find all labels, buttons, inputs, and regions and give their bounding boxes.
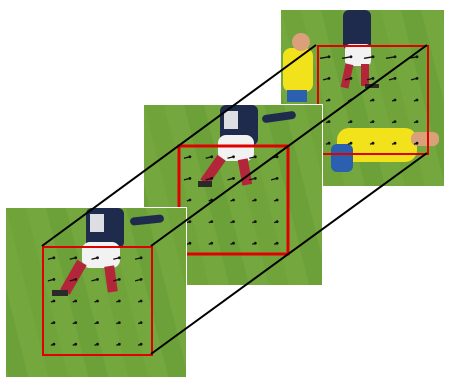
motion-vector-origin bbox=[210, 155, 214, 159]
motion-vector-origin bbox=[117, 299, 121, 303]
motion-vector-origin bbox=[415, 55, 419, 59]
motion-vector-origin bbox=[415, 98, 419, 102]
motion-vector-origin bbox=[349, 55, 353, 59]
motion-vector-origin bbox=[393, 55, 397, 59]
motion-vector-origin bbox=[96, 321, 99, 324]
motion-vector-origin bbox=[117, 321, 121, 324]
motion-vector-origin bbox=[349, 141, 353, 145]
motion-vector-origin bbox=[275, 155, 279, 159]
motion-vector-origin bbox=[52, 299, 56, 303]
frame-1-motion-vectors bbox=[47, 256, 143, 346]
motion-vector-origin bbox=[393, 120, 397, 123]
motion-vector-origin bbox=[275, 241, 279, 245]
motion-vector-origin bbox=[96, 278, 99, 281]
motion-vector-origin bbox=[371, 77, 375, 80]
motion-vector-origin bbox=[327, 98, 331, 102]
motion-vector-origin bbox=[210, 220, 214, 223]
motion-vector-origin bbox=[96, 299, 99, 303]
motion-vector-origin bbox=[415, 141, 419, 145]
motion-vector-origin bbox=[327, 120, 331, 123]
motion-vector-origin bbox=[188, 241, 192, 245]
motion-vector-origin bbox=[327, 77, 331, 80]
motion-vector-origin bbox=[96, 256, 99, 260]
motion-vector-origin bbox=[415, 120, 419, 123]
motion-vector-origin bbox=[96, 342, 99, 346]
pitch-stripe bbox=[441, 10, 444, 22]
motion-vector-origin bbox=[371, 141, 375, 145]
motion-vector-origin bbox=[117, 342, 121, 346]
motion-vector-origin bbox=[393, 141, 397, 145]
pitch-stripe bbox=[46, 208, 109, 377]
motion-vector-origin bbox=[253, 198, 257, 202]
motion-vector-origin bbox=[52, 256, 56, 260]
motion-vector-origin bbox=[393, 98, 397, 102]
frame-1-image bbox=[6, 208, 186, 377]
pitch-stripe bbox=[6, 208, 69, 377]
motion-vector-origin bbox=[139, 256, 143, 260]
motion-vector-origin bbox=[52, 278, 56, 281]
motion-vector-origin bbox=[371, 98, 375, 102]
motion-vector-origin bbox=[117, 278, 121, 281]
motion-vector-origin bbox=[139, 299, 143, 303]
motion-vector-origin bbox=[188, 177, 192, 180]
motion-vector-origin bbox=[139, 342, 143, 346]
motion-vector-origin bbox=[139, 278, 143, 281]
motion-vector-origin bbox=[52, 342, 56, 346]
motion-vector-origin bbox=[253, 177, 257, 180]
pitch-stripe bbox=[6, 288, 29, 377]
motion-vector-origin bbox=[327, 55, 331, 59]
motion-vector-origin bbox=[232, 177, 235, 180]
motion-vector-origin bbox=[349, 98, 353, 102]
motion-vector-origin bbox=[232, 155, 235, 159]
motion-vector-origin bbox=[253, 220, 257, 223]
motion-vector-origin bbox=[117, 256, 121, 260]
motion-vector-origin bbox=[74, 342, 78, 346]
motion-vector-origin bbox=[415, 77, 419, 80]
motion-vector-origin bbox=[210, 198, 214, 202]
motion-vector-origin bbox=[74, 321, 78, 324]
motion-vector-origin bbox=[139, 321, 143, 324]
motion-vector-origin bbox=[371, 120, 375, 123]
motion-vector-origin bbox=[232, 220, 235, 223]
motion-vector-origin bbox=[253, 241, 257, 245]
motion-vector-origin bbox=[327, 141, 331, 145]
motion-vector-origin bbox=[275, 220, 279, 223]
motion-vector-origin bbox=[275, 177, 279, 180]
motion-vector-origin bbox=[74, 278, 78, 281]
motion-vector-origin bbox=[275, 198, 279, 202]
motion-vector-origin bbox=[210, 241, 214, 245]
motion-vector-origin bbox=[210, 177, 214, 180]
motion-vector-origin bbox=[232, 198, 235, 202]
motion-vector-origin bbox=[74, 299, 78, 303]
motion-vector-origin bbox=[253, 155, 257, 159]
motion-vector-origin bbox=[393, 77, 397, 80]
motion-vector-origin bbox=[371, 55, 375, 59]
motion-vector-origin bbox=[349, 120, 353, 123]
motion-vector-origin bbox=[74, 256, 78, 260]
motion-vector-origin bbox=[52, 321, 56, 324]
motion-vector-origin bbox=[349, 77, 353, 80]
motion-vector-origin bbox=[232, 241, 235, 245]
motion-vector-origin bbox=[188, 155, 192, 159]
video-frame-1 bbox=[5, 207, 187, 378]
motion-vector-origin bbox=[188, 220, 192, 223]
motion-vector-origin bbox=[188, 198, 192, 202]
